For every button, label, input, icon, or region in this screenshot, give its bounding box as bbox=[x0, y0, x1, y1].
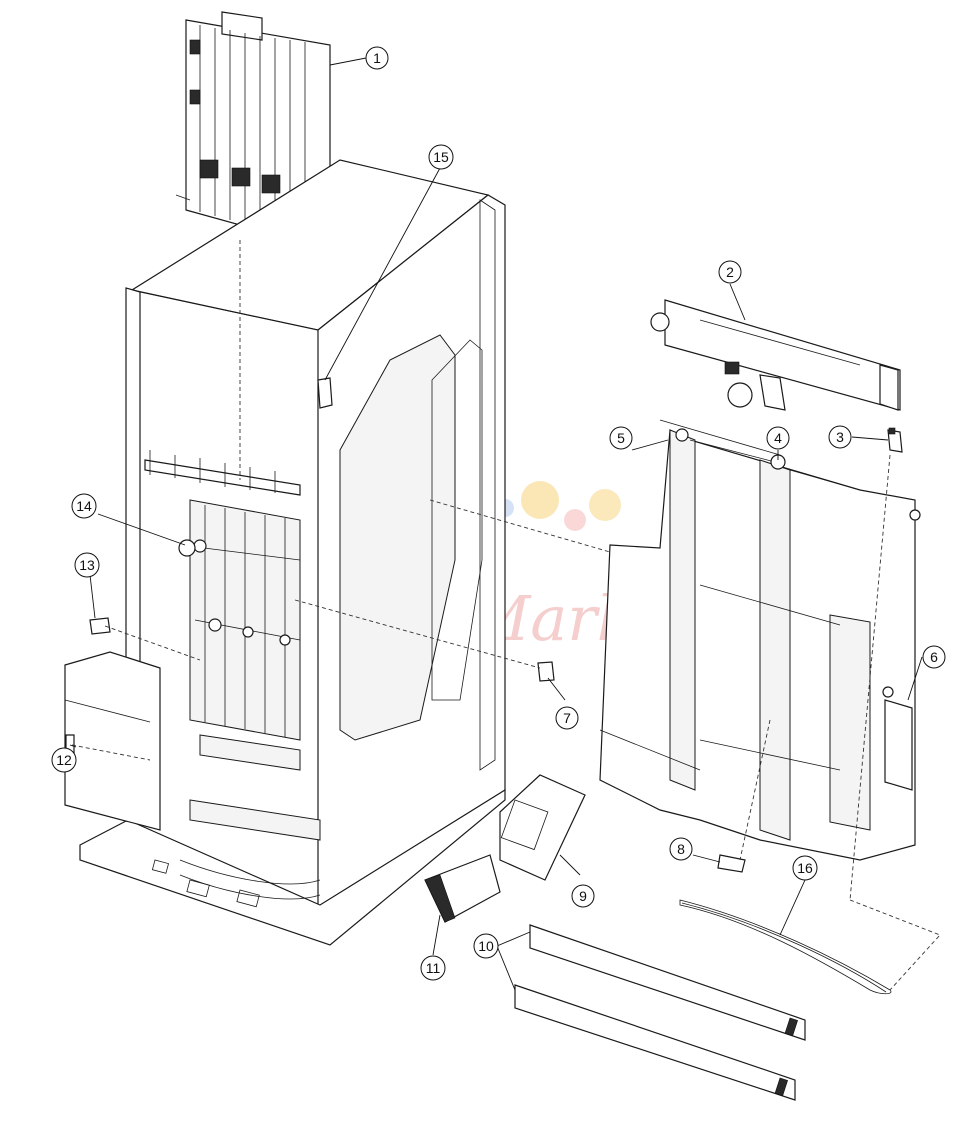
svg-text:16: 16 bbox=[797, 860, 813, 876]
callout-10: 10 bbox=[473, 933, 499, 959]
svg-text:2: 2 bbox=[726, 264, 734, 280]
svg-text:4: 4 bbox=[774, 430, 782, 446]
callout-9: 9 bbox=[571, 884, 595, 908]
watermark-dot bbox=[564, 509, 586, 531]
callout-7: 7 bbox=[555, 706, 579, 730]
part-10-rails bbox=[514, 924, 806, 1101]
callout-15: 15 bbox=[428, 144, 454, 170]
svg-text:14: 14 bbox=[76, 498, 92, 514]
part-13-clip bbox=[89, 617, 111, 635]
callout-8: 8 bbox=[669, 837, 693, 861]
part-9-module bbox=[499, 774, 586, 881]
svg-text:9: 9 bbox=[579, 888, 587, 904]
part-6-tray-frame bbox=[599, 419, 921, 861]
svg-text:6: 6 bbox=[930, 649, 938, 665]
callout-6: 6 bbox=[922, 645, 946, 669]
svg-text:3: 3 bbox=[836, 429, 844, 445]
callout-14: 14 bbox=[71, 493, 97, 519]
part-14-roller bbox=[178, 539, 196, 557]
alignment-lines bbox=[71, 240, 941, 991]
svg-text:1: 1 bbox=[373, 50, 381, 66]
part-11-cartridge bbox=[424, 854, 501, 923]
part-2-bracket bbox=[650, 299, 901, 411]
svg-text:13: 13 bbox=[79, 557, 95, 573]
main-frame bbox=[64, 159, 506, 946]
callout-3: 3 bbox=[828, 425, 852, 449]
callout-leaders bbox=[69, 57, 923, 991]
callout-11: 11 bbox=[420, 955, 446, 981]
callout-5: 5 bbox=[609, 426, 633, 450]
svg-text:5: 5 bbox=[617, 430, 625, 446]
callouts: 1 2 3 4 5 6 7 8 9 10 11 12 13 14 15 16 bbox=[51, 46, 946, 981]
svg-text:7: 7 bbox=[563, 710, 571, 726]
part-3-sensor bbox=[887, 427, 903, 453]
part-8-sensor bbox=[717, 854, 746, 873]
svg-text:11: 11 bbox=[426, 960, 441, 976]
watermark-dot bbox=[589, 489, 621, 521]
callout-4: 4 bbox=[766, 426, 790, 450]
callout-1: 1 bbox=[365, 46, 389, 70]
callout-13: 13 bbox=[74, 552, 100, 578]
svg-text:15: 15 bbox=[433, 149, 449, 165]
callout-16: 16 bbox=[792, 855, 818, 881]
part-7-clip bbox=[537, 661, 555, 682]
part-15-bracket bbox=[317, 377, 333, 409]
watermark-dot bbox=[521, 481, 559, 519]
svg-text:12: 12 bbox=[56, 752, 72, 768]
svg-text:10: 10 bbox=[478, 938, 494, 954]
callout-2: 2 bbox=[718, 260, 742, 284]
part-16-belt bbox=[679, 899, 892, 995]
svg-text:8: 8 bbox=[677, 841, 685, 857]
callout-12: 12 bbox=[51, 747, 77, 773]
